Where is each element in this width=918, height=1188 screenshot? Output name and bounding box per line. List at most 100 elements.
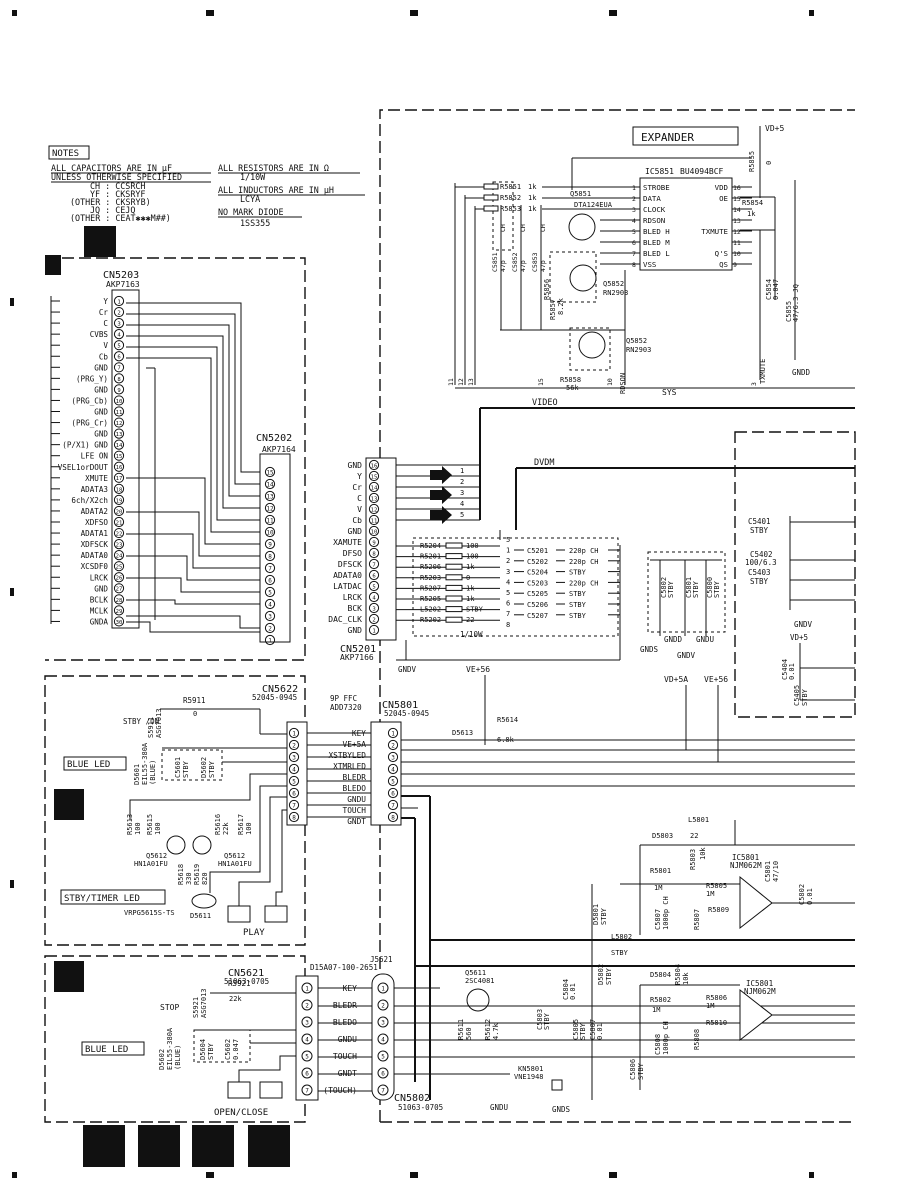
expander-cap-value: 47p: [539, 260, 547, 272]
svg-text:C5855: C5855: [785, 301, 793, 322]
cn5201-pin-circle: [368, 602, 380, 614]
cn5203-pin-circle: [113, 428, 125, 439]
cn5621-pin-circle: [301, 1067, 313, 1079]
cn5202-pin-circle: [264, 634, 276, 646]
svg-text:R5807: R5807: [693, 909, 701, 930]
sub-number: 5: [506, 589, 510, 597]
cn5202-pin-circle: [264, 538, 276, 550]
ic5851-pin-num-left: 3: [632, 206, 636, 214]
cn5622-pin-circle: [288, 799, 300, 811]
svg-text:OPEN/CLOSE: OPEN/CLOSE: [214, 1108, 268, 1118]
cn5622-pin-circle: [288, 787, 300, 799]
svg-text:1/10W: 1/10W: [460, 630, 483, 639]
cn5802-pin-circle: [377, 1033, 389, 1045]
cn5203-pin-circle: [113, 505, 125, 517]
svg-text:47/6.3 JQ: 47/6.3 JQ: [792, 284, 800, 322]
svg-text:C5803: C5803: [536, 1009, 544, 1030]
svg-text:NJM062M: NJM062M: [730, 861, 762, 870]
svg-text:HN1A01FU: HN1A01FU: [134, 860, 168, 868]
cn5802-pin-number: 6: [381, 1070, 385, 1077]
svg-text:GNDV: GNDV: [794, 620, 813, 629]
svg-text:HN1A01FU: HN1A01FU: [218, 860, 252, 868]
expander-circuit: EXPANDER VD+5 R5855 0 IC5851 BU4094BCF S…: [447, 124, 855, 397]
cn5801-pin-number: 1: [391, 730, 395, 737]
cn5801-pin-circle: [387, 787, 399, 799]
cn5201-pin-circle: [368, 459, 380, 471]
ic5851-pin-num-right: 16: [733, 184, 741, 192]
cn5203-pin-circle: [113, 395, 125, 406]
sub-number: 1: [506, 547, 510, 555]
registration-marks: [10, 10, 814, 1178]
svg-text:(OTHER : CEAT✱✱✱M##): (OTHER : CEAT✱✱✱M##): [70, 213, 171, 223]
sub-number: 7: [506, 610, 510, 618]
sub-number: 3: [506, 568, 510, 576]
ic5851-pin-num-right: 14: [733, 206, 741, 214]
ic5851-pin-num-right: 10: [733, 250, 741, 258]
svg-text:R5614: R5614: [497, 716, 518, 724]
svg-text:STBY: STBY: [611, 949, 629, 957]
svg-text:STBY /ON: STBY /ON: [123, 717, 159, 726]
svg-text:52045-0945: 52045-0945: [252, 693, 297, 702]
cn5201-pin-circle: [368, 470, 380, 482]
cn5201-pin-circle: [368, 492, 380, 504]
svg-text:VE+56: VE+56: [704, 675, 728, 684]
svg-text:C5802: C5802: [660, 577, 668, 598]
svg-text:ASG7013: ASG7013: [155, 708, 163, 738]
notes-block: NOTES ALL CAPACITORS ARE IN µF UNLESS OT…: [48, 145, 365, 228]
cn5203-pin-circle: [113, 340, 125, 351]
svg-text:R5808: R5808: [693, 1029, 701, 1050]
svg-text:AKP7166: AKP7166: [340, 653, 374, 662]
cn5203-pin-label: XMUTE: [85, 474, 108, 483]
cn5802-pin-circle: [377, 999, 389, 1011]
cn5201-pin-label: C: [357, 494, 362, 503]
svg-text:R5802: R5802: [650, 996, 671, 1004]
cn5622-pin-number: 3: [292, 754, 296, 761]
svg-text:R5857: R5857: [549, 299, 557, 320]
cn5621-pin-circle: [301, 1084, 313, 1096]
cn5202-pin-number: 1: [268, 637, 272, 644]
capnet-ref: C5206: [527, 601, 548, 609]
bus-number: 2: [460, 478, 464, 486]
cn5202-pin-number: 3: [268, 613, 272, 620]
svg-text:1k: 1k: [747, 210, 756, 218]
resistor-symbol: [483, 205, 499, 212]
svg-text:BU4094BCF: BU4094BCF: [680, 167, 724, 176]
cn5201-pin-label: ADATA0: [333, 571, 362, 580]
resistor-symbol: [445, 584, 463, 591]
cn5203-pin-number: 27: [116, 587, 123, 593]
svg-text:IC5801: IC5801: [732, 853, 759, 862]
svg-text:(BLUE): (BLUE): [149, 760, 157, 785]
svg-text:C5801: C5801: [685, 577, 693, 598]
bus-number: 3: [460, 489, 464, 497]
blue-led-label-1: BLUE LED: [67, 760, 110, 770]
cn5201-pin-circle: [368, 624, 380, 636]
cn5203-pin-label: GNDA: [90, 617, 109, 626]
cn5203-pin-label: LFE ON: [81, 452, 109, 461]
svg-text:R5856: R5856: [543, 279, 551, 300]
cn5203-pin-number: 11: [116, 410, 123, 416]
svg-text:0.01: 0.01: [806, 888, 814, 905]
expander-cap-type: CH: [499, 224, 507, 232]
svg-text:D5802: D5802: [597, 964, 605, 985]
svg-text:LCYA: LCYA: [240, 194, 260, 204]
cn5203-pin-number: 15: [116, 454, 123, 460]
expander-cap-value: 47p: [499, 260, 507, 272]
svg-text:560: 560: [465, 1027, 473, 1040]
cn5203-pin-label: GND: [94, 363, 108, 372]
svg-text:RN2903: RN2903: [603, 289, 628, 297]
cn5802-pin-circle: [377, 1050, 389, 1062]
svg-text:AKP7163: AKP7163: [106, 280, 140, 289]
cn5621-pin-circle: [301, 1050, 313, 1062]
svg-text:Q5611: Q5611: [465, 969, 486, 977]
cn5203-pin-label: Cr: [99, 308, 109, 317]
svg-text:0.01: 0.01: [596, 1023, 604, 1040]
svg-text:100: 100: [154, 822, 162, 835]
cn5801-pin-number: 6: [391, 790, 395, 797]
svg-text:22: 22: [690, 832, 698, 840]
svg-text:0.01: 0.01: [788, 663, 796, 680]
svg-text:R5810: R5810: [706, 1019, 727, 1027]
cn5621-pin-number: 5: [305, 1053, 309, 1060]
cn5201-pin-circle: [368, 514, 380, 526]
